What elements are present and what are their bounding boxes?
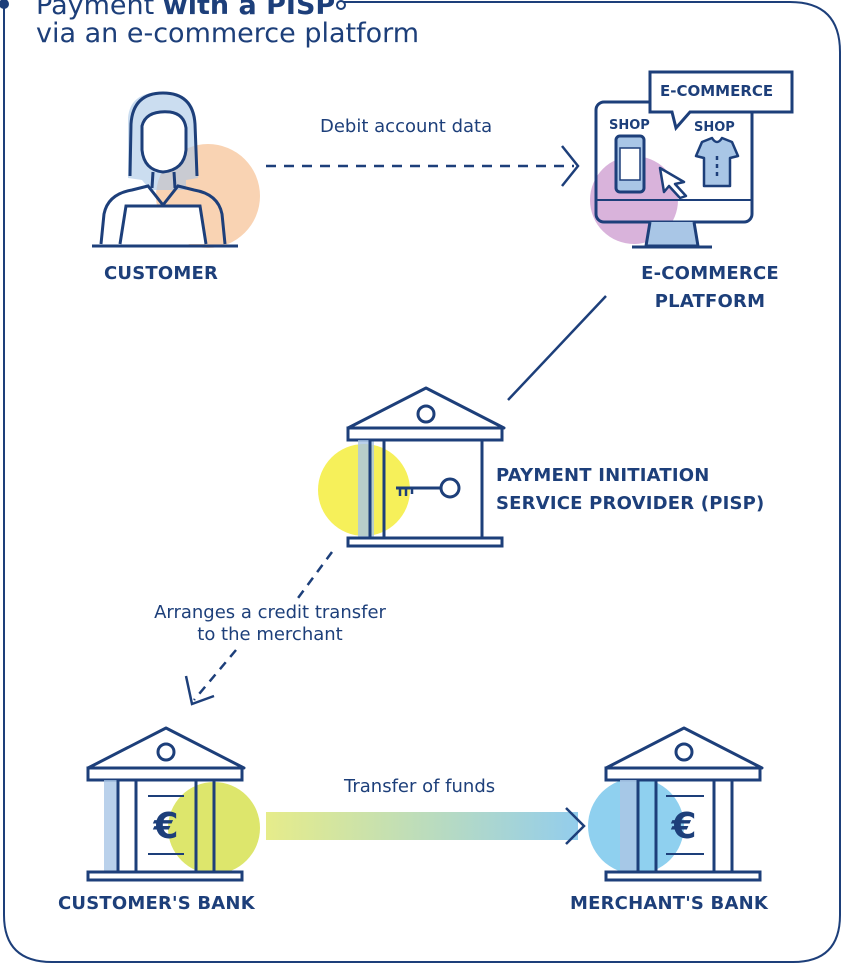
- customer-icon: [92, 91, 260, 248]
- pisp-bank-icon: [318, 386, 506, 548]
- page-subtitle: via an e-commerce platform: [36, 18, 420, 49]
- pisp-line1: PAYMENT INITIATION: [496, 465, 710, 486]
- ecommerce-bubble-label: E-COMMERCE: [660, 82, 774, 100]
- shop-label-left: SHOP: [609, 118, 650, 133]
- ecommerce-platform-line1: E-COMMERCE: [641, 263, 779, 284]
- tshirt-icon: [694, 136, 740, 188]
- phone-icon: [614, 134, 646, 194]
- ecommerce-screen-icon: [590, 70, 794, 249]
- pisp-label: PAYMENT INITIATION SERVICE PROVIDER (PIS…: [496, 462, 764, 518]
- customer-bank-icon: €: [86, 726, 260, 882]
- cursor-icon: [658, 166, 688, 200]
- arrow-arranges: [184, 551, 334, 706]
- page-title: Payment with a PISP: [36, 0, 335, 26]
- connector-platform-pisp: [507, 295, 607, 401]
- arranges-line2: to the merchant: [197, 624, 343, 645]
- pisp-line2: SERVICE PROVIDER (PISP): [496, 493, 765, 514]
- customer-label: CUSTOMER: [104, 263, 219, 284]
- arrow-debit: [266, 145, 580, 187]
- frame-dot: [0, 0, 9, 9]
- debit-flow-label: Debit account data: [320, 116, 493, 137]
- ecommerce-platform-label: E-COMMERCE PLATFORM: [620, 260, 800, 316]
- merchant-bank-label: MERCHANT'S BANK: [570, 893, 769, 914]
- merchant-euro-icon: €: [670, 806, 696, 847]
- ecommerce-platform-line2: PLATFORM: [654, 291, 766, 312]
- arranges-line1: Arranges a credit transfer: [154, 602, 386, 623]
- frame-end-ring: [336, 0, 346, 10]
- key-icon: [396, 477, 461, 499]
- transfer-flow-label: Transfer of funds: [344, 776, 496, 797]
- customer-bank-label: CUSTOMER'S BANK: [58, 893, 255, 914]
- title-emphasis: with a PISP: [162, 0, 336, 21]
- merchant-bank-icon: €: [588, 726, 764, 882]
- title-prefix: Payment: [36, 0, 163, 21]
- euro-icon: €: [152, 806, 178, 847]
- frame-border: [3, 1, 841, 963]
- shop-label-right: SHOP: [694, 120, 735, 135]
- arrow-transfer: [266, 807, 586, 845]
- arranges-flow-label: Arranges a credit transfer to the mercha…: [142, 602, 398, 646]
